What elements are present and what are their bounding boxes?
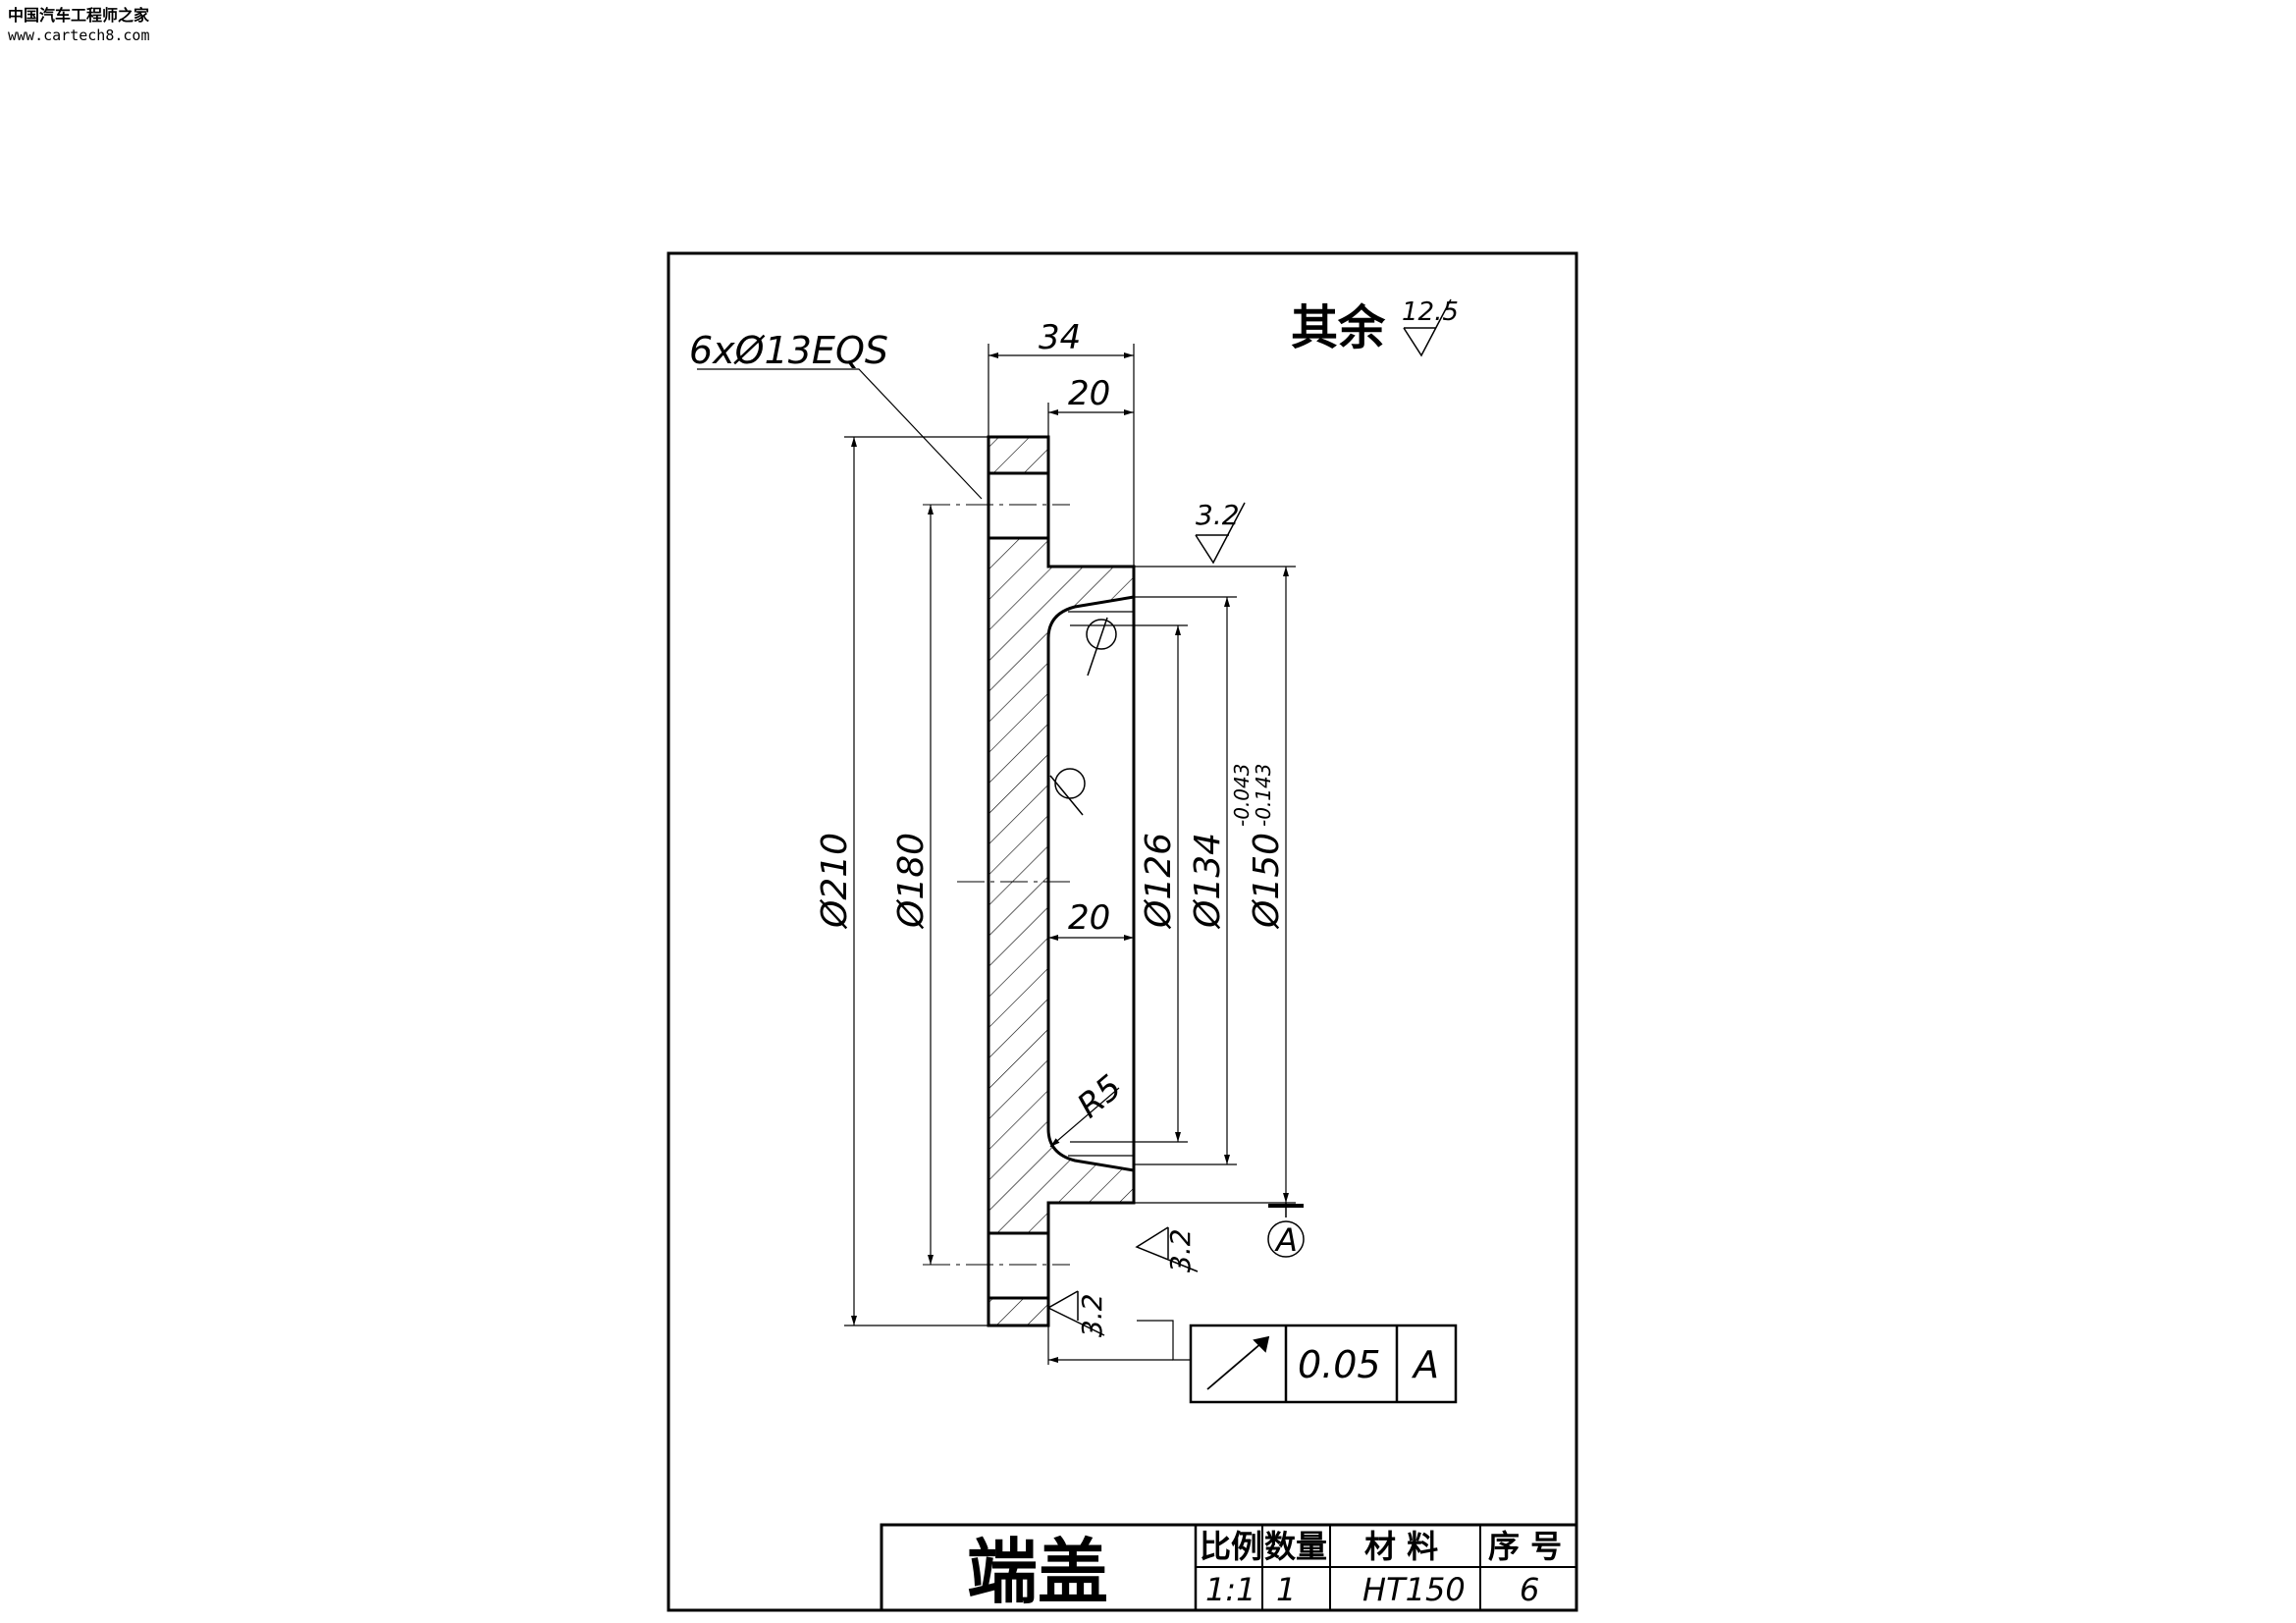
roughness-general-label: 其余 xyxy=(1291,300,1386,355)
surface-markers xyxy=(1049,617,1117,816)
runout-frame xyxy=(1189,1324,1458,1404)
roughness-right-value: 3.2 xyxy=(1164,1228,1197,1272)
section-hatch xyxy=(988,437,1134,1325)
title-block xyxy=(880,1523,1578,1612)
dim-dia-180: Ø180 xyxy=(891,833,932,930)
recess-profile xyxy=(1046,595,1135,1172)
value-material: HT150 xyxy=(1362,1571,1466,1608)
roughness-right-symbol xyxy=(1135,1226,1199,1272)
part-name: 端盖 xyxy=(967,1531,1108,1613)
dim-dia-150: Ø150 xyxy=(1247,833,1287,930)
dim-tol-lower: -0.143 xyxy=(1252,764,1275,827)
header-number: 序 号 xyxy=(1488,1528,1562,1565)
dim-tol-upper: -0.043 xyxy=(1230,764,1254,827)
value-number: 6 xyxy=(1520,1571,1539,1608)
dim-dia-134: Ø134 xyxy=(1188,833,1228,930)
dimension-lines xyxy=(697,344,1296,1326)
part-section xyxy=(923,435,1136,1327)
value-quantity: 1 xyxy=(1276,1571,1296,1608)
roughness-general-value: 12.5 xyxy=(1402,298,1459,327)
roughness-general-symbol xyxy=(1403,298,1452,357)
sheet-frame xyxy=(667,251,1578,1612)
dim-radius: R5 xyxy=(1070,1067,1129,1126)
dim-width-total: 34 xyxy=(1039,318,1081,357)
dim-dia-210: Ø210 xyxy=(815,833,855,930)
hole-note: 6xØ13EQS xyxy=(689,329,888,372)
datum-symbol xyxy=(1267,1203,1305,1258)
dim-recess-depth: 20 xyxy=(1068,898,1110,938)
header-material: 材 料 xyxy=(1364,1528,1438,1565)
watermark-site-name: 中国汽车工程师之家 xyxy=(8,6,150,25)
roughness-bottom-value: 3.2 xyxy=(1076,1293,1108,1337)
value-scale: 1:1 xyxy=(1205,1571,1256,1608)
header-scale: 比例 xyxy=(1200,1528,1262,1565)
dim-flange-width: 20 xyxy=(1068,374,1110,413)
dim-dia-126: Ø126 xyxy=(1139,833,1179,930)
roughness-top-symbol xyxy=(1195,502,1246,565)
watermark: 中国汽车工程师之家 www.cartech8.com xyxy=(8,6,150,45)
roughness-top-value: 3.2 xyxy=(1196,499,1240,531)
datum-label: A xyxy=(1274,1221,1298,1259)
roughness-bottom-symbol xyxy=(1046,1290,1105,1336)
header-quantity: 数量 xyxy=(1264,1528,1327,1565)
runout-datum: A xyxy=(1411,1343,1439,1386)
runout-icon xyxy=(1206,1335,1270,1390)
runout-value: 0.05 xyxy=(1298,1343,1381,1386)
watermark-url: www.cartech8.com xyxy=(8,27,150,44)
runout-leader xyxy=(1047,1320,1191,1365)
